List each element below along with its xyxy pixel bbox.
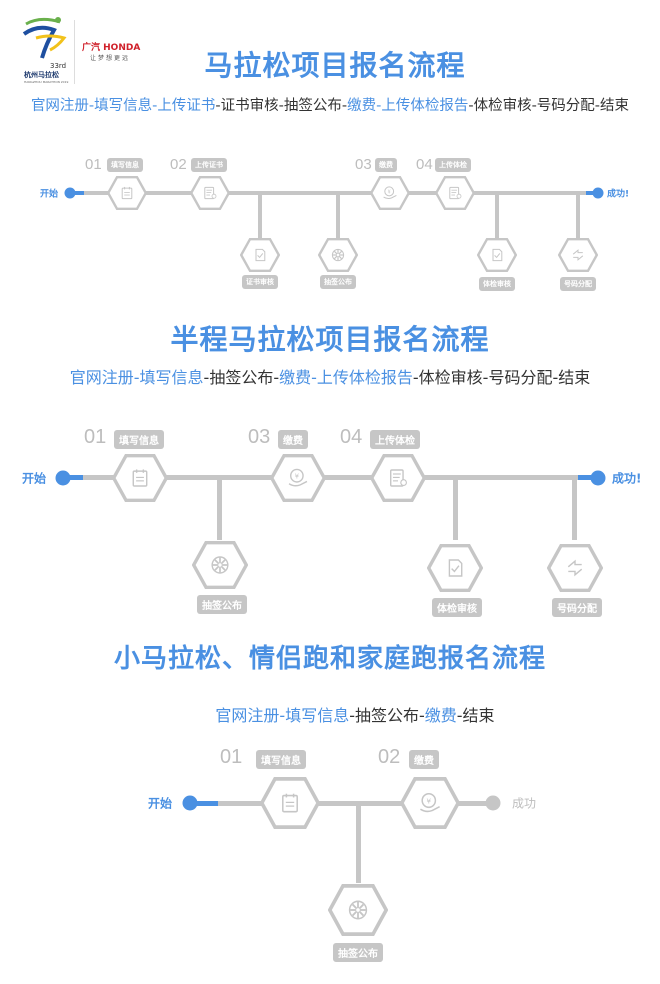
subtitle-segment: 官网注册-填写信息-上传证书 [30,98,216,114]
certificate-icon [435,176,475,210]
flow3-start-segment [190,801,218,806]
branch-tag: 号码分配 [552,598,602,617]
section3-title: 小马拉松、情侣跑和家庭跑报名流程 [113,644,546,674]
step-number: 01 [85,156,102,173]
hangzhou-marathon-logo: 33rd 杭州马拉松 HANGZHOU MARATHON 2019 [20,14,72,86]
section1-title: 马拉松项目报名流程 [204,49,466,82]
branch-tag: 抽签公布 [320,275,356,289]
step-number: 01 [84,426,107,448]
step-tag: 上传体检 [370,430,420,449]
branch-tag: 抽签公布 [333,943,383,962]
step-tag: 填写信息 [256,750,306,769]
subtitle-segment: -抽签公布- [203,368,280,387]
branch-tag: 体检审核 [479,277,515,291]
step-tag: 填写信息 [114,430,164,449]
form-icon [112,454,168,502]
flow3-branch-line [356,803,361,883]
subtitle-segment: 缴费-上传体检报告 [347,98,469,114]
subtitle-segment: -体检审核-号码分配-结束 [412,368,591,387]
payment-icon: ¥ [400,777,460,829]
flow2-start-label: 开始 [22,471,47,486]
step-tag: 填写信息 [107,158,143,172]
flow2-start-dot [55,470,71,486]
step-tag: 缴费 [278,430,308,449]
flow2-end-dot [590,470,606,486]
subtitle-segment: -抽签公布- [349,706,425,725]
step-number: 03 [248,426,271,448]
form-icon [260,777,320,829]
logo-divider [74,20,75,84]
section3-subtitle: 官网注册-填写信息-抽签公布-缴费-结束 [0,702,660,726]
lottery-wheel-icon [192,541,248,589]
flow2-branch-line [572,478,577,540]
branch-tag: 号码分配 [560,277,596,291]
flow2-main-line [63,475,598,480]
svg-text:33rd: 33rd [50,62,66,70]
section2-subtitle: 官网注册-填写信息-抽签公布-缴费-上传体检报告-体检审核-号码分配-结束 [0,364,660,388]
flow1-branch-line [258,193,262,241]
lottery-wheel-icon [318,238,358,272]
flow3-end-dot [485,795,501,811]
subtitle-segment: 官网注册-填写信息 [69,368,204,387]
certificate-icon [370,454,426,502]
step-number: 02 [170,156,187,173]
subtitle-segment: -证书审核-抽签公布- [215,98,348,114]
flow1-start-label: 开始 [40,189,59,200]
payment-icon: ¥ [270,454,326,502]
document-check-icon [240,238,280,272]
svg-text:¥: ¥ [388,189,391,195]
section1-subtitle: 官网注册-填写信息-上传证书-证书审核-抽签公布-缴费-上传体检报告-体检审核-… [0,94,660,115]
step-tag: 缴费 [375,158,397,172]
swap-arrows-icon [547,544,603,592]
flow3-start-dot [182,795,198,811]
flow1-start-dot [64,187,76,199]
flow2-branch-line [453,478,458,540]
flow2-end-label: 成功! [612,471,642,486]
flow1-main-line [70,191,600,195]
subtitle-segment: -结束 [456,706,495,725]
section2-title: 半程马拉松项目报名流程 [170,323,490,356]
flow1-end-label: 成功! [607,189,630,200]
svg-text:¥: ¥ [427,797,432,806]
flow3-start-label: 开始 [148,796,173,811]
flow1-branch-line [576,193,580,241]
flow1-end-dot [592,187,604,199]
flow1-branch-line [495,193,499,241]
document-check-icon [427,544,483,592]
subtitle-segment: 缴费 [424,706,457,725]
certificate-icon [190,176,230,210]
flow3-end-label: 成功 [512,796,537,811]
lottery-wheel-icon [328,884,388,936]
flow2-branch-line [217,478,222,540]
branch-tag: 抽签公布 [197,595,247,614]
step-tag: 上传体检 [435,158,471,172]
subtitle-segment: -体检审核-号码分配-结束 [468,98,630,114]
flow3-main-line [190,801,492,806]
svg-text:杭州马拉松: 杭州马拉松 [24,70,59,79]
subtitle-segment: 官网注册-填写信息 [215,706,350,725]
sponsor-slogan: 让梦想更远 [90,55,131,62]
flow2-end-segment [578,475,598,480]
sponsor-brand: 广汽 HONDA [82,43,141,53]
step-number: 02 [378,746,401,768]
svg-text:HANGZHOU MARATHON 2019: HANGZHOU MARATHON 2019 [24,80,68,84]
branch-tag: 证书审核 [242,275,278,289]
step-tag: 缴费 [409,750,439,769]
step-number: 04 [416,156,433,173]
payment-icon: ¥ [370,176,410,210]
flow1-branch-line [336,193,340,241]
svg-text:¥: ¥ [295,473,300,481]
swap-arrows-icon [558,238,598,272]
step-number: 04 [340,426,363,448]
flow2-start-segment [63,475,83,480]
form-icon [107,176,147,210]
step-number: 01 [220,746,243,768]
step-tag: 上传证书 [191,158,227,172]
subtitle-segment: 缴费-上传体检报告 [279,368,413,387]
document-check-icon [477,238,517,272]
step-number: 03 [355,156,372,173]
branch-tag: 体检审核 [432,598,482,617]
flow1-start-segment [70,191,84,195]
